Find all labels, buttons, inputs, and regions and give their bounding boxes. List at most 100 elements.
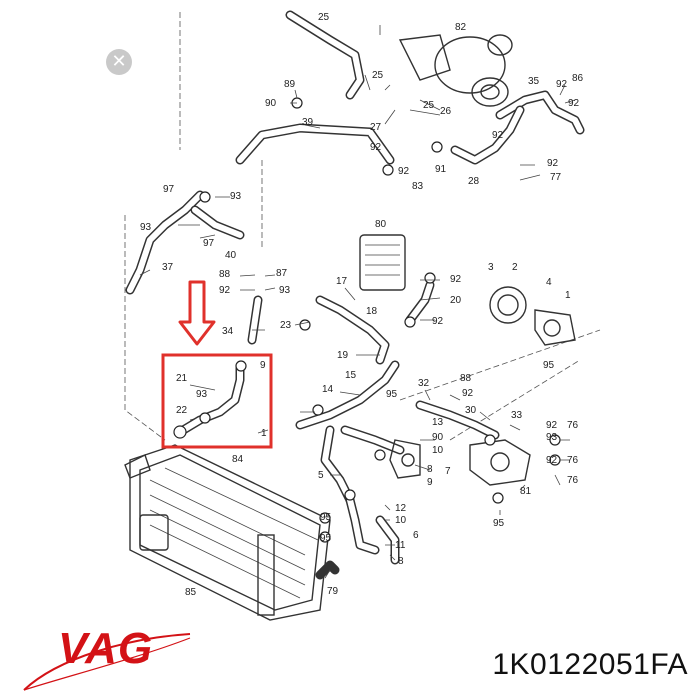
label-92: 92 [432, 316, 444, 327]
label-80: 80 [375, 219, 387, 230]
label-23: 23 [280, 320, 292, 331]
label-8: 8 [427, 464, 433, 475]
label-92: 92 [398, 166, 410, 177]
label-95: 95 [493, 518, 505, 529]
label-89: 89 [284, 79, 296, 90]
part-labels: 25 82 89 90 39 25 26 25 27 35 92 86 92 9… [140, 12, 584, 598]
label-7: 7 [445, 466, 451, 477]
label-1: 1 [261, 428, 267, 439]
label-93: 93 [196, 389, 208, 400]
label-15: 15 [345, 370, 357, 381]
label-77: 77 [550, 172, 562, 183]
label-9: 9 [260, 360, 266, 371]
pipe-18 [247, 280, 435, 365]
label-92: 92 [546, 420, 558, 431]
label-25: 25 [423, 100, 435, 111]
label-26: 26 [440, 106, 452, 117]
label-95: 95 [320, 533, 332, 544]
label-82: 82 [455, 22, 467, 33]
water-pump [489, 286, 576, 346]
label-95: 95 [386, 389, 398, 400]
label-93: 93 [230, 191, 242, 202]
label-76: 76 [567, 420, 579, 431]
label-32: 32 [418, 378, 430, 389]
part-number: 1K0122051FA [492, 648, 688, 681]
lower-hose-assembly [295, 360, 405, 505]
label-35: 35 [528, 76, 540, 87]
label-22: 22 [176, 405, 188, 416]
label-92: 92 [450, 274, 462, 285]
label-10: 10 [395, 515, 407, 526]
label-86: 86 [572, 73, 584, 84]
vag-logo [23, 633, 191, 691]
small-pipes [345, 495, 400, 565]
hose-37 [125, 190, 245, 295]
close-button[interactable]: ✕ [106, 49, 132, 75]
label-34: 34 [222, 326, 234, 337]
connector-housing [389, 439, 421, 479]
label-39: 39 [302, 117, 314, 128]
label-9: 9 [427, 477, 433, 488]
label-83: 83 [412, 181, 424, 192]
highlight-arrow [178, 280, 216, 346]
label-90: 90 [432, 432, 444, 443]
label-76: 76 [567, 455, 579, 466]
label-17: 17 [336, 276, 348, 287]
label-92: 92 [546, 455, 558, 466]
brand-logo-text: VAG [58, 624, 154, 673]
label-88: 88 [460, 373, 472, 384]
label-90: 90 [265, 98, 277, 109]
close-icon: ✕ [111, 51, 127, 72]
label-76: 76 [567, 475, 579, 486]
label-20: 20 [450, 295, 462, 306]
label-4: 4 [546, 277, 552, 288]
label-81: 81 [520, 486, 532, 497]
pipe-35 [495, 90, 585, 135]
label-92: 92 [547, 158, 559, 169]
label-95: 95 [543, 360, 555, 371]
label-13: 13 [432, 417, 444, 428]
label-93: 93 [279, 285, 291, 296]
label-92: 92 [492, 130, 504, 141]
label-8: 8 [398, 556, 404, 567]
label-19: 19 [337, 350, 349, 361]
label-87: 87 [276, 268, 288, 279]
label-30: 30 [465, 405, 477, 416]
label-27: 27 [370, 122, 382, 133]
highlighted-hose [173, 360, 247, 439]
label-10: 10 [432, 445, 444, 456]
label-2: 2 [512, 262, 518, 273]
label-37: 37 [162, 262, 174, 273]
label-3: 3 [488, 262, 494, 273]
highlight-box [161, 353, 273, 449]
label-18: 18 [366, 306, 378, 317]
coolant-pipe-30 [415, 400, 531, 486]
label-92: 92 [556, 79, 568, 90]
label-93: 93 [140, 222, 152, 233]
label-1: 1 [565, 290, 571, 301]
label-25: 25 [372, 70, 384, 81]
label-84: 84 [232, 454, 244, 465]
label-92: 92 [462, 388, 474, 399]
pipe-28 [450, 105, 525, 165]
label-6: 6 [413, 530, 419, 541]
label-28: 28 [468, 176, 480, 187]
label-88: 88 [219, 269, 231, 280]
label-97: 97 [163, 184, 175, 195]
label-91: 91 [435, 164, 447, 175]
label-5: 5 [318, 470, 324, 481]
label-97: 97 [203, 238, 215, 249]
label-93: 93 [546, 432, 558, 443]
oil-cooler [359, 234, 406, 291]
turbocharger [398, 34, 513, 107]
upper-hose-assembly [235, 10, 395, 165]
label-25: 25 [318, 12, 330, 23]
label-14: 14 [322, 384, 334, 395]
label-95: 95 [320, 512, 332, 523]
label-21: 21 [176, 373, 188, 384]
label-85: 85 [185, 587, 197, 598]
label-11: 11 [395, 540, 406, 551]
label-12: 12 [395, 503, 407, 514]
radiator [124, 444, 340, 621]
